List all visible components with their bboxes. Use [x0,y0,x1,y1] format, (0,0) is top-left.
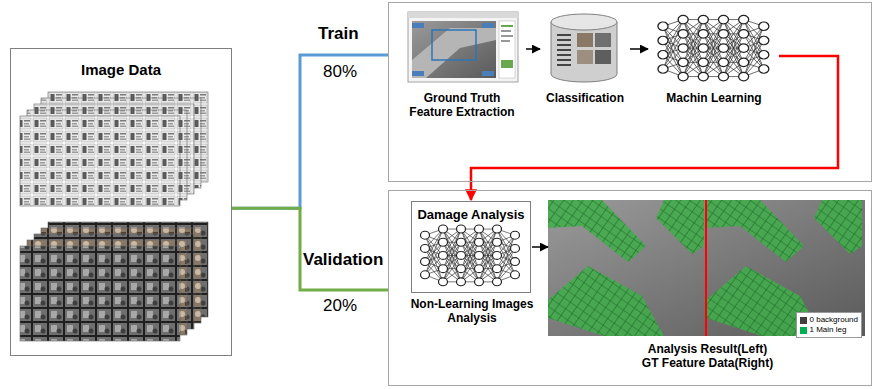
box-title: Damage Analysis [412,207,530,222]
flow-arrow [630,48,648,50]
model-transfer-arrow [471,56,838,200]
tag-mark [412,71,424,76]
file-list [557,34,571,66]
legend-swatch [800,317,807,324]
flow-arrow [532,246,548,248]
analysis-box: Damage AnalysisNon-Learning Images Analy… [411,201,531,293]
photo-area [412,21,496,78]
step-caption: Machin Learning [649,91,779,105]
thumbnail [595,50,611,64]
train-split-line [232,55,388,208]
image-sheet [20,246,180,341]
annotation-tool-screenshot [408,12,518,82]
neural-network-icon [658,15,769,81]
tag-mark [482,71,494,76]
window-frame [408,12,518,82]
connector-group [232,49,838,290]
cylinder-body [551,22,617,82]
validation-panel: Damage AnalysisNon-Learning Images Analy… [388,190,872,386]
edge-label: Train [318,24,359,44]
edge-label: Validation [303,250,383,270]
flow-arrow [526,48,540,50]
image-sheet [20,116,180,206]
side-panel [499,21,515,78]
step-caption: Ground Truth Feature Extraction [406,91,518,119]
training-panel: Ground Truth Feature Extraction Classific… [388,2,872,182]
thumbnail [577,50,593,64]
segmentation-overlay [706,200,862,336]
legend-text: 0 background [810,315,858,325]
split-percent: 20% [323,296,357,316]
process-step: Ground Truth Feature Extraction [399,11,525,123]
step-caption: Classification [541,91,629,105]
process-step: Classification [541,11,629,123]
side-panel-line [501,40,510,42]
segmentation-overlay [548,200,704,336]
process-step: Machin Learning [649,11,779,123]
database-cylinder [551,14,617,82]
side-panel-line [501,25,513,27]
tag-mark [482,23,494,28]
legend-row: 0 background [800,315,858,325]
segmentation-result-image [548,200,865,336]
legend-box: 0 background1 Main leg [796,312,862,338]
thumbnail [595,33,611,47]
legend-row: 1 Main leg [800,325,858,335]
photo-background [548,200,865,336]
neural-network-icon [421,225,520,286]
document-image-stack [20,92,208,206]
window-bar [408,12,518,18]
side-panel-line [501,60,513,68]
split-line [705,200,707,336]
split-percent: 80% [323,62,357,82]
side-panel-line [501,35,513,37]
legend-swatch [800,327,807,334]
tag-mark [412,23,424,28]
box-caption: Non-Learning Images Analysis [410,297,534,325]
validation-split-line [232,208,388,290]
image-caption: Analysis Result(Left) GT Feature Data(Ri… [640,342,775,370]
structure-beam [412,28,496,78]
annotation-box [432,30,476,60]
thumbnail [577,33,593,47]
cylinder-top [551,14,617,30]
box-title: Image Data [11,61,231,79]
photo-image-stack [20,222,208,341]
legend-text: 1 Main leg [810,325,847,335]
side-panel-line [501,30,511,32]
dataset-box: Image Data [10,48,232,356]
